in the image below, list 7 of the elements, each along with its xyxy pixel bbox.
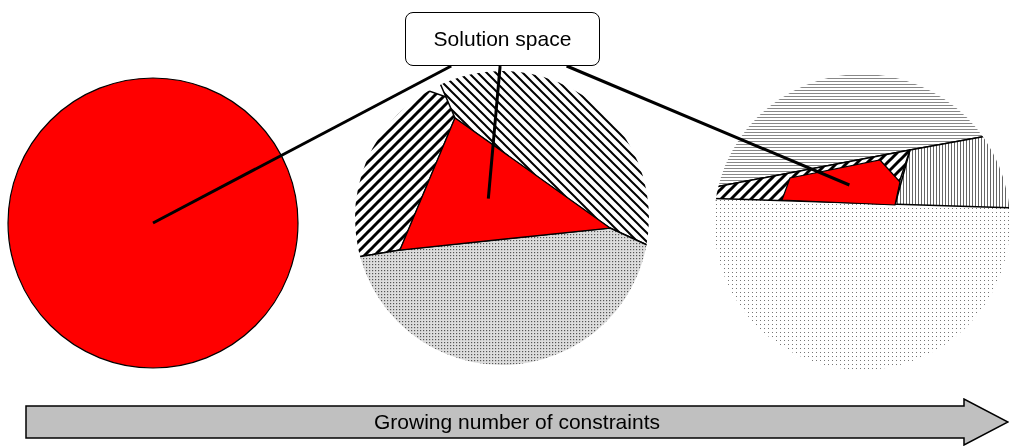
leader-line: [566, 64, 850, 187]
solution-polygon: [781, 159, 901, 206]
leader-line: [152, 64, 452, 225]
solution-triangle: [399, 117, 612, 251]
arrow-label: Growing number of constraints: [373, 410, 661, 434]
solution-circle: [7, 77, 299, 369]
callout-box: Solution space: [405, 12, 600, 66]
